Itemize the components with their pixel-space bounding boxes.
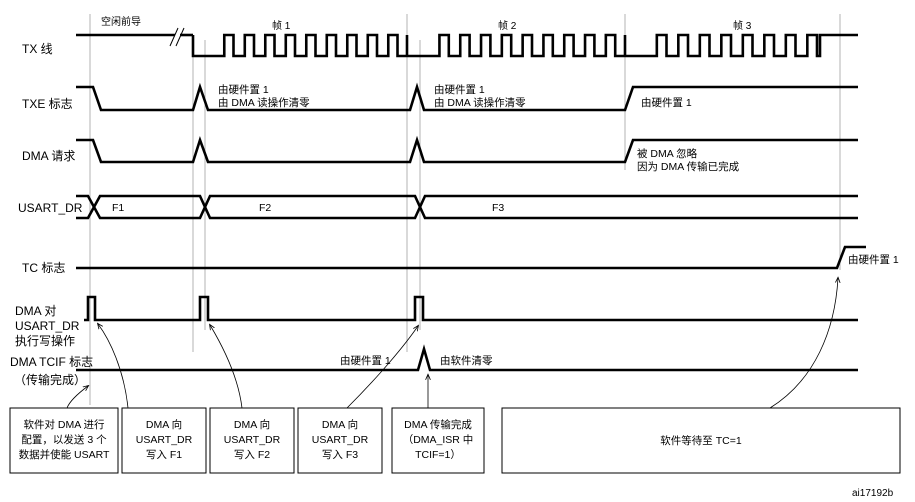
dma-tcif-label-line2: （传输完成） xyxy=(14,372,86,387)
dma-done-reason-annotation: 因为 DMA 传输已完成 xyxy=(637,160,740,173)
break-mark xyxy=(169,27,179,47)
tc-hw-set-annotation: 由硬件置 1 xyxy=(848,253,899,266)
arrow-config xyxy=(66,386,88,409)
box-text-line: 软件等待至 TC=1 xyxy=(660,434,742,447)
box-text-line: USART_DR xyxy=(136,434,193,446)
usart-dr-label: USART_DR xyxy=(18,201,83,215)
usart-dr-f2-value: F2 xyxy=(259,202,271,214)
ignored-by-dma-annotation: 被 DMA 忽略 xyxy=(637,147,698,160)
arrow-f1-write xyxy=(98,324,129,409)
dma-write-label-line2: USART_DR xyxy=(15,319,80,333)
box-text-line: DMA 向 xyxy=(234,418,270,431)
txe-hw-set-annotation: 由硬件置 1 xyxy=(218,83,269,96)
event-box-dma-complete: DMA 传输完成 （DMA_ISR 中 TCIF=1） xyxy=(391,407,485,474)
event-box-config: 软件对 DMA 进行 配置，以发送 3 个 数据并使能 USART xyxy=(9,407,119,474)
idle-preamble-label: 空闲前导 xyxy=(101,15,141,28)
dma-write-waveform xyxy=(84,295,858,322)
frame1-label: 帧 1 xyxy=(272,19,291,32)
event-box-write-f2: DMA 向 USART_DR 写入 F2 xyxy=(209,407,295,474)
box-text-line: 软件对 DMA 进行 xyxy=(23,418,105,431)
box-text-line: USART_DR xyxy=(312,434,369,446)
tcif-hw-set-annotation: 由硬件置 1 xyxy=(340,354,391,367)
dma-request-label: DMA 请求 xyxy=(22,149,75,163)
box-text-line: USART_DR xyxy=(224,434,281,446)
tc-flag-waveform xyxy=(76,245,866,270)
txe-flag-waveform xyxy=(76,82,858,112)
tx-line-label: TX 线 xyxy=(22,42,53,56)
arrow-f3-write xyxy=(346,326,418,409)
box-text-line: DMA 传输完成 xyxy=(404,418,472,431)
box-text-line: （DMA_ISR 中 xyxy=(403,433,474,446)
dma-tcif-waveform xyxy=(76,344,858,372)
tc-flag-label: TC 标志 xyxy=(22,261,65,275)
dma-write-label-line1: DMA 对 xyxy=(15,304,56,318)
box-text-line: 写入 F3 xyxy=(322,449,358,461)
txe-dma-clear-annotation: 由 DMA 读操作清零 xyxy=(218,96,310,109)
txe-hw-set-annotation: 由硬件置 1 xyxy=(641,96,692,109)
dma-tcif-label-line1: DMA TCIF 标志 xyxy=(10,355,93,369)
txe-hw-set-annotation: 由硬件置 1 xyxy=(434,83,485,96)
usart-dr-f1-value: F1 xyxy=(112,202,124,214)
tx-frames-waveform xyxy=(191,33,858,58)
txe-flag-label: TXE 标志 xyxy=(22,97,73,111)
usart-dr-f3-value: F3 xyxy=(492,202,504,214)
figure-id: ai17192b xyxy=(852,488,894,499)
box-text-line: TCIF=1） xyxy=(415,449,461,461)
event-box-write-f1: DMA 向 USART_DR 写入 F1 xyxy=(121,407,207,474)
box-text-line: 数据并使能 USART xyxy=(19,448,110,461)
arrow-f2-write xyxy=(210,325,243,409)
box-text-line: DMA 向 xyxy=(322,418,358,431)
tcif-sw-clear-annotation: 由软件清零 xyxy=(440,354,493,367)
frame3-label: 帧 3 xyxy=(733,19,752,32)
frame2-label: 帧 2 xyxy=(498,19,517,32)
box-text-line: DMA 向 xyxy=(146,418,182,431)
box-text-line: 配置，以发送 3 个 xyxy=(21,433,107,446)
event-box-write-f3: DMA 向 USART_DR 写入 F3 xyxy=(297,407,383,474)
box-text-line: 写入 F2 xyxy=(234,449,270,461)
usart-dr-bus-bottom xyxy=(76,203,858,220)
event-box-wait-tc: 软件等待至 TC=1 xyxy=(501,407,901,474)
txe-dma-clear-annotation: 由 DMA 读操作清零 xyxy=(434,96,526,109)
break-mark xyxy=(175,27,185,47)
dma-request-waveform xyxy=(76,135,858,164)
arrow-tc xyxy=(769,278,838,409)
box-text-line: 写入 F1 xyxy=(146,449,182,461)
dma-write-label-line3: 执行写操作 xyxy=(15,333,75,348)
